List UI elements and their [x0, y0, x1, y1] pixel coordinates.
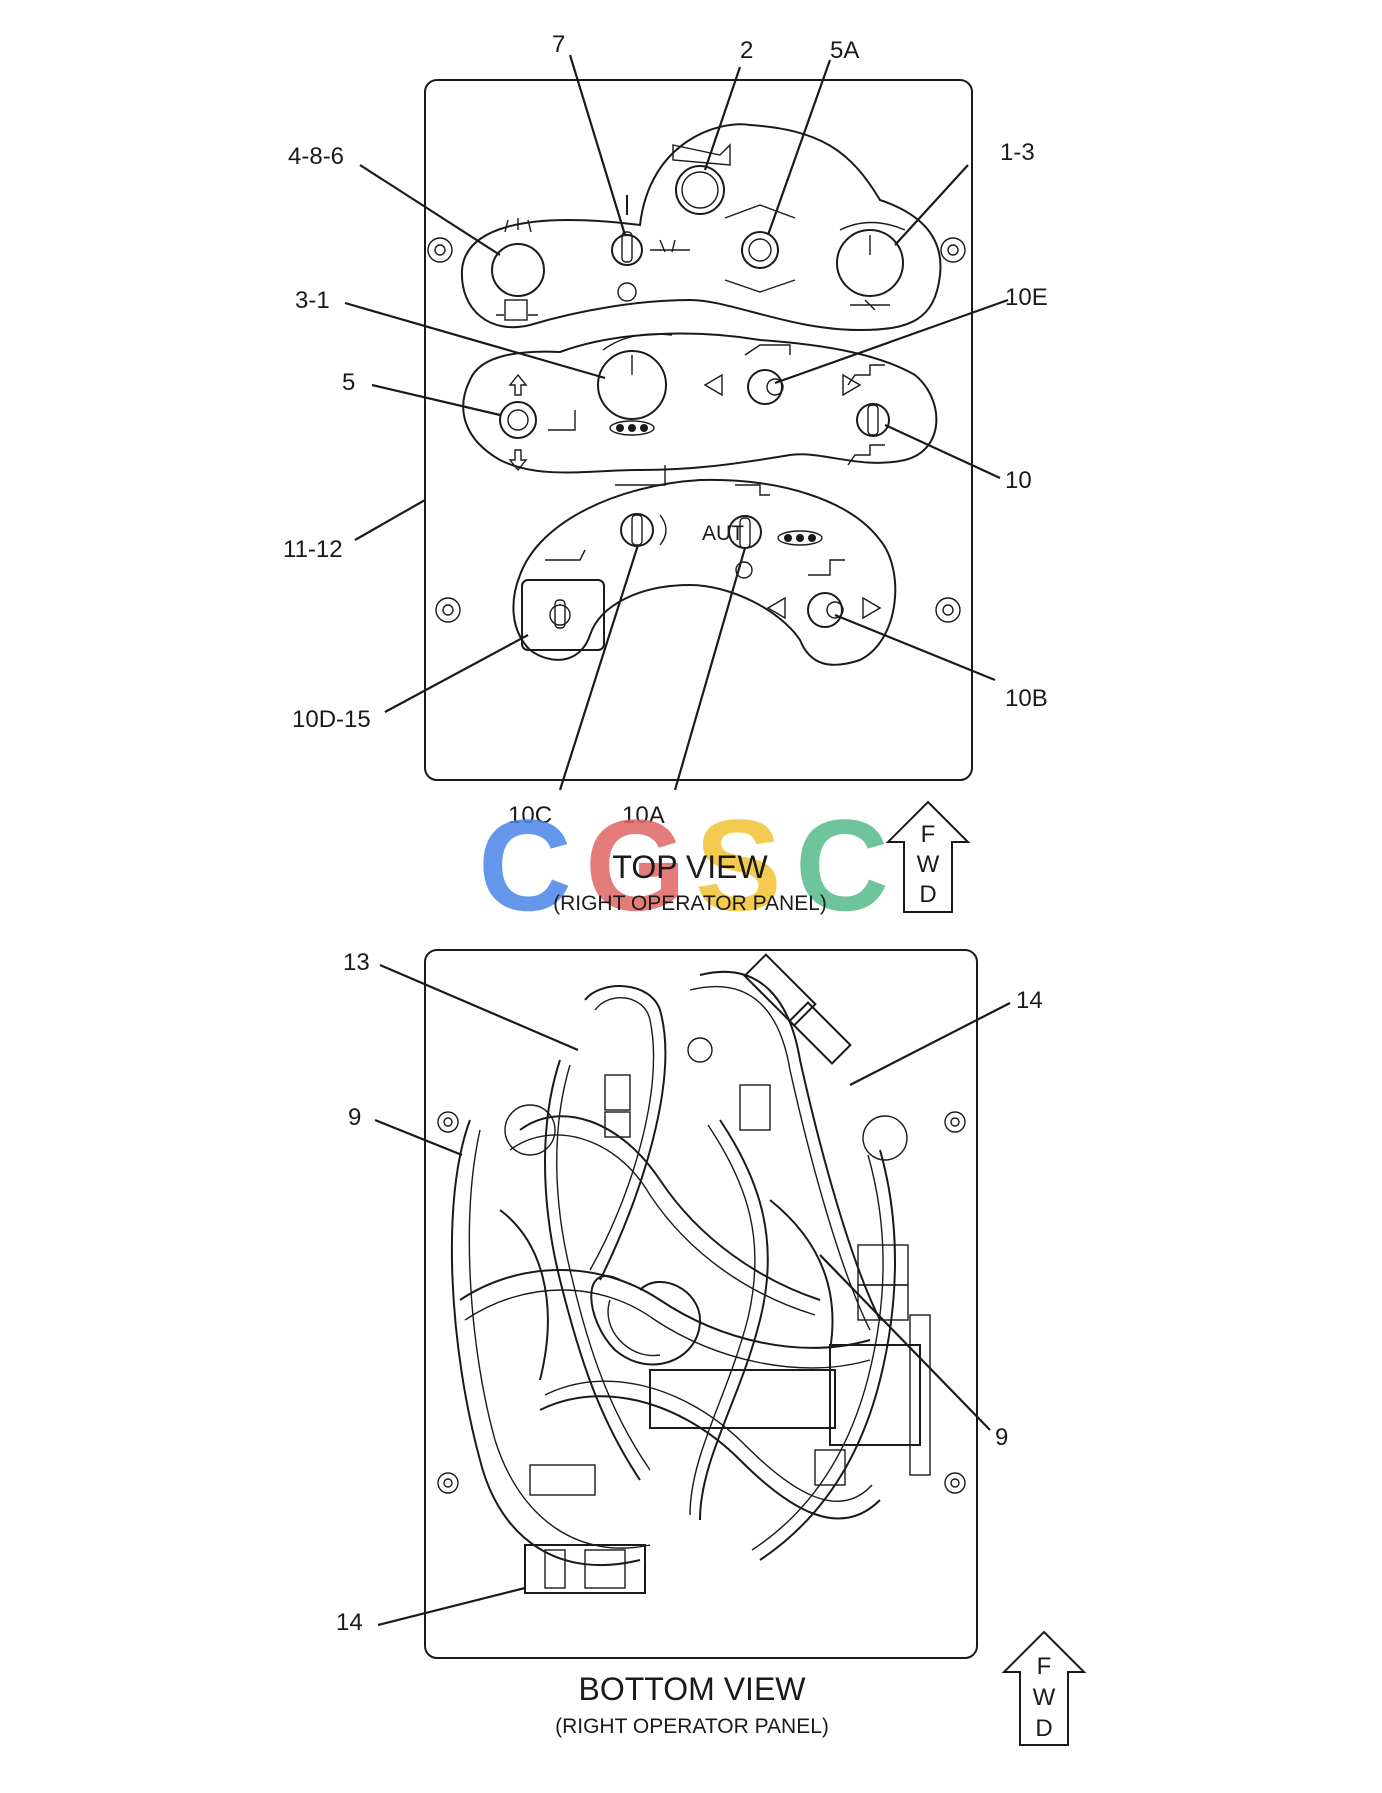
watermark-letter: S	[695, 792, 782, 938]
fwd-arrow-icon: F W D	[1001, 1630, 1087, 1746]
cgsc-watermark: C G S C	[478, 792, 889, 938]
callout-3-1: 3-1	[295, 287, 330, 314]
callout-10c: 10C	[508, 802, 552, 829]
callout-labels: 13 14 9 9 14	[336, 949, 1043, 1636]
mounting-hole	[427, 237, 453, 263]
callout-5: 5	[342, 369, 355, 396]
fwd-letter: D	[1035, 1715, 1052, 1742]
top-view-subtitle: (RIGHT OPERATOR PANEL)	[553, 892, 827, 915]
toggle-switch	[615, 465, 667, 547]
toggle-switch	[847, 364, 890, 466]
push-button	[724, 204, 796, 293]
callout-4-8-6: 4-8-6	[288, 143, 344, 170]
mounting-hole	[944, 1472, 966, 1494]
auto-label: AUT	[702, 522, 744, 545]
callout-1-3: 1-3	[1000, 139, 1035, 166]
callout-10b: 10B	[1005, 685, 1048, 712]
joystick-switch	[499, 373, 576, 472]
mounting-hole	[437, 1111, 459, 1133]
callout-5a: 5A	[830, 37, 859, 64]
top-view-panel: AUT	[283, 31, 1048, 829]
auto-switch: AUT	[702, 484, 823, 579]
fwd-letter: W	[917, 851, 940, 878]
callout-labels: 7 2 5A 4-8-6 1-3 3-1 10E 5 10 11-12 10D-…	[283, 31, 1048, 829]
fwd-letter: W	[1033, 1684, 1056, 1711]
mounting-hole	[944, 1111, 966, 1133]
horn-button	[672, 143, 731, 215]
callout-2: 2	[740, 37, 753, 64]
dial-knob	[597, 333, 673, 436]
callout-9: 9	[995, 1424, 1008, 1451]
callout-7: 7	[552, 31, 565, 58]
watermark-letter: C	[795, 792, 889, 938]
bottom-view-panel: 13 14 9 9 14	[336, 949, 1043, 1659]
mounting-hole	[935, 597, 961, 623]
wiring-harness	[450, 953, 931, 1594]
watermark-letter: C	[478, 792, 572, 938]
callout-9: 9	[348, 1104, 361, 1131]
fwd-letter: F	[921, 821, 936, 848]
mounting-hole	[435, 597, 461, 623]
dial-knob	[836, 221, 906, 311]
mounting-hole	[437, 1472, 459, 1494]
callout-13: 13	[343, 949, 370, 976]
callout-10a: 10A	[622, 802, 665, 829]
callout-14: 14	[336, 1609, 363, 1636]
toggle-switch	[611, 195, 690, 302]
bottom-view-title: BOTTOM VIEW	[579, 1671, 807, 1707]
guarded-switch	[521, 549, 605, 651]
watermark-letter: G	[585, 792, 686, 938]
bottom-view-subtitle: (RIGHT OPERATOR PANEL)	[555, 1715, 829, 1738]
fwd-arrow-icon: F W D	[885, 800, 971, 913]
callout-10d-15: 10D-15	[292, 706, 371, 733]
rocker-switch	[766, 559, 882, 628]
top-view-title: TOP VIEW	[612, 849, 768, 885]
mounting-hole	[940, 237, 966, 263]
middle-control-pod	[462, 332, 938, 474]
leader-lines	[344, 54, 1009, 791]
upper-control-pod	[460, 123, 942, 332]
callout-10: 10	[1005, 467, 1032, 494]
light-knob	[491, 218, 545, 321]
callout-10e: 10E	[1005, 284, 1048, 311]
fwd-letter: F	[1037, 1653, 1052, 1680]
fwd-letter: D	[919, 881, 936, 908]
rocker-switch	[703, 344, 862, 405]
lower-control-pod	[512, 478, 897, 666]
callout-14: 14	[1016, 987, 1043, 1014]
callout-11-12: 11-12	[283, 536, 343, 563]
leader-lines	[374, 963, 1011, 1627]
